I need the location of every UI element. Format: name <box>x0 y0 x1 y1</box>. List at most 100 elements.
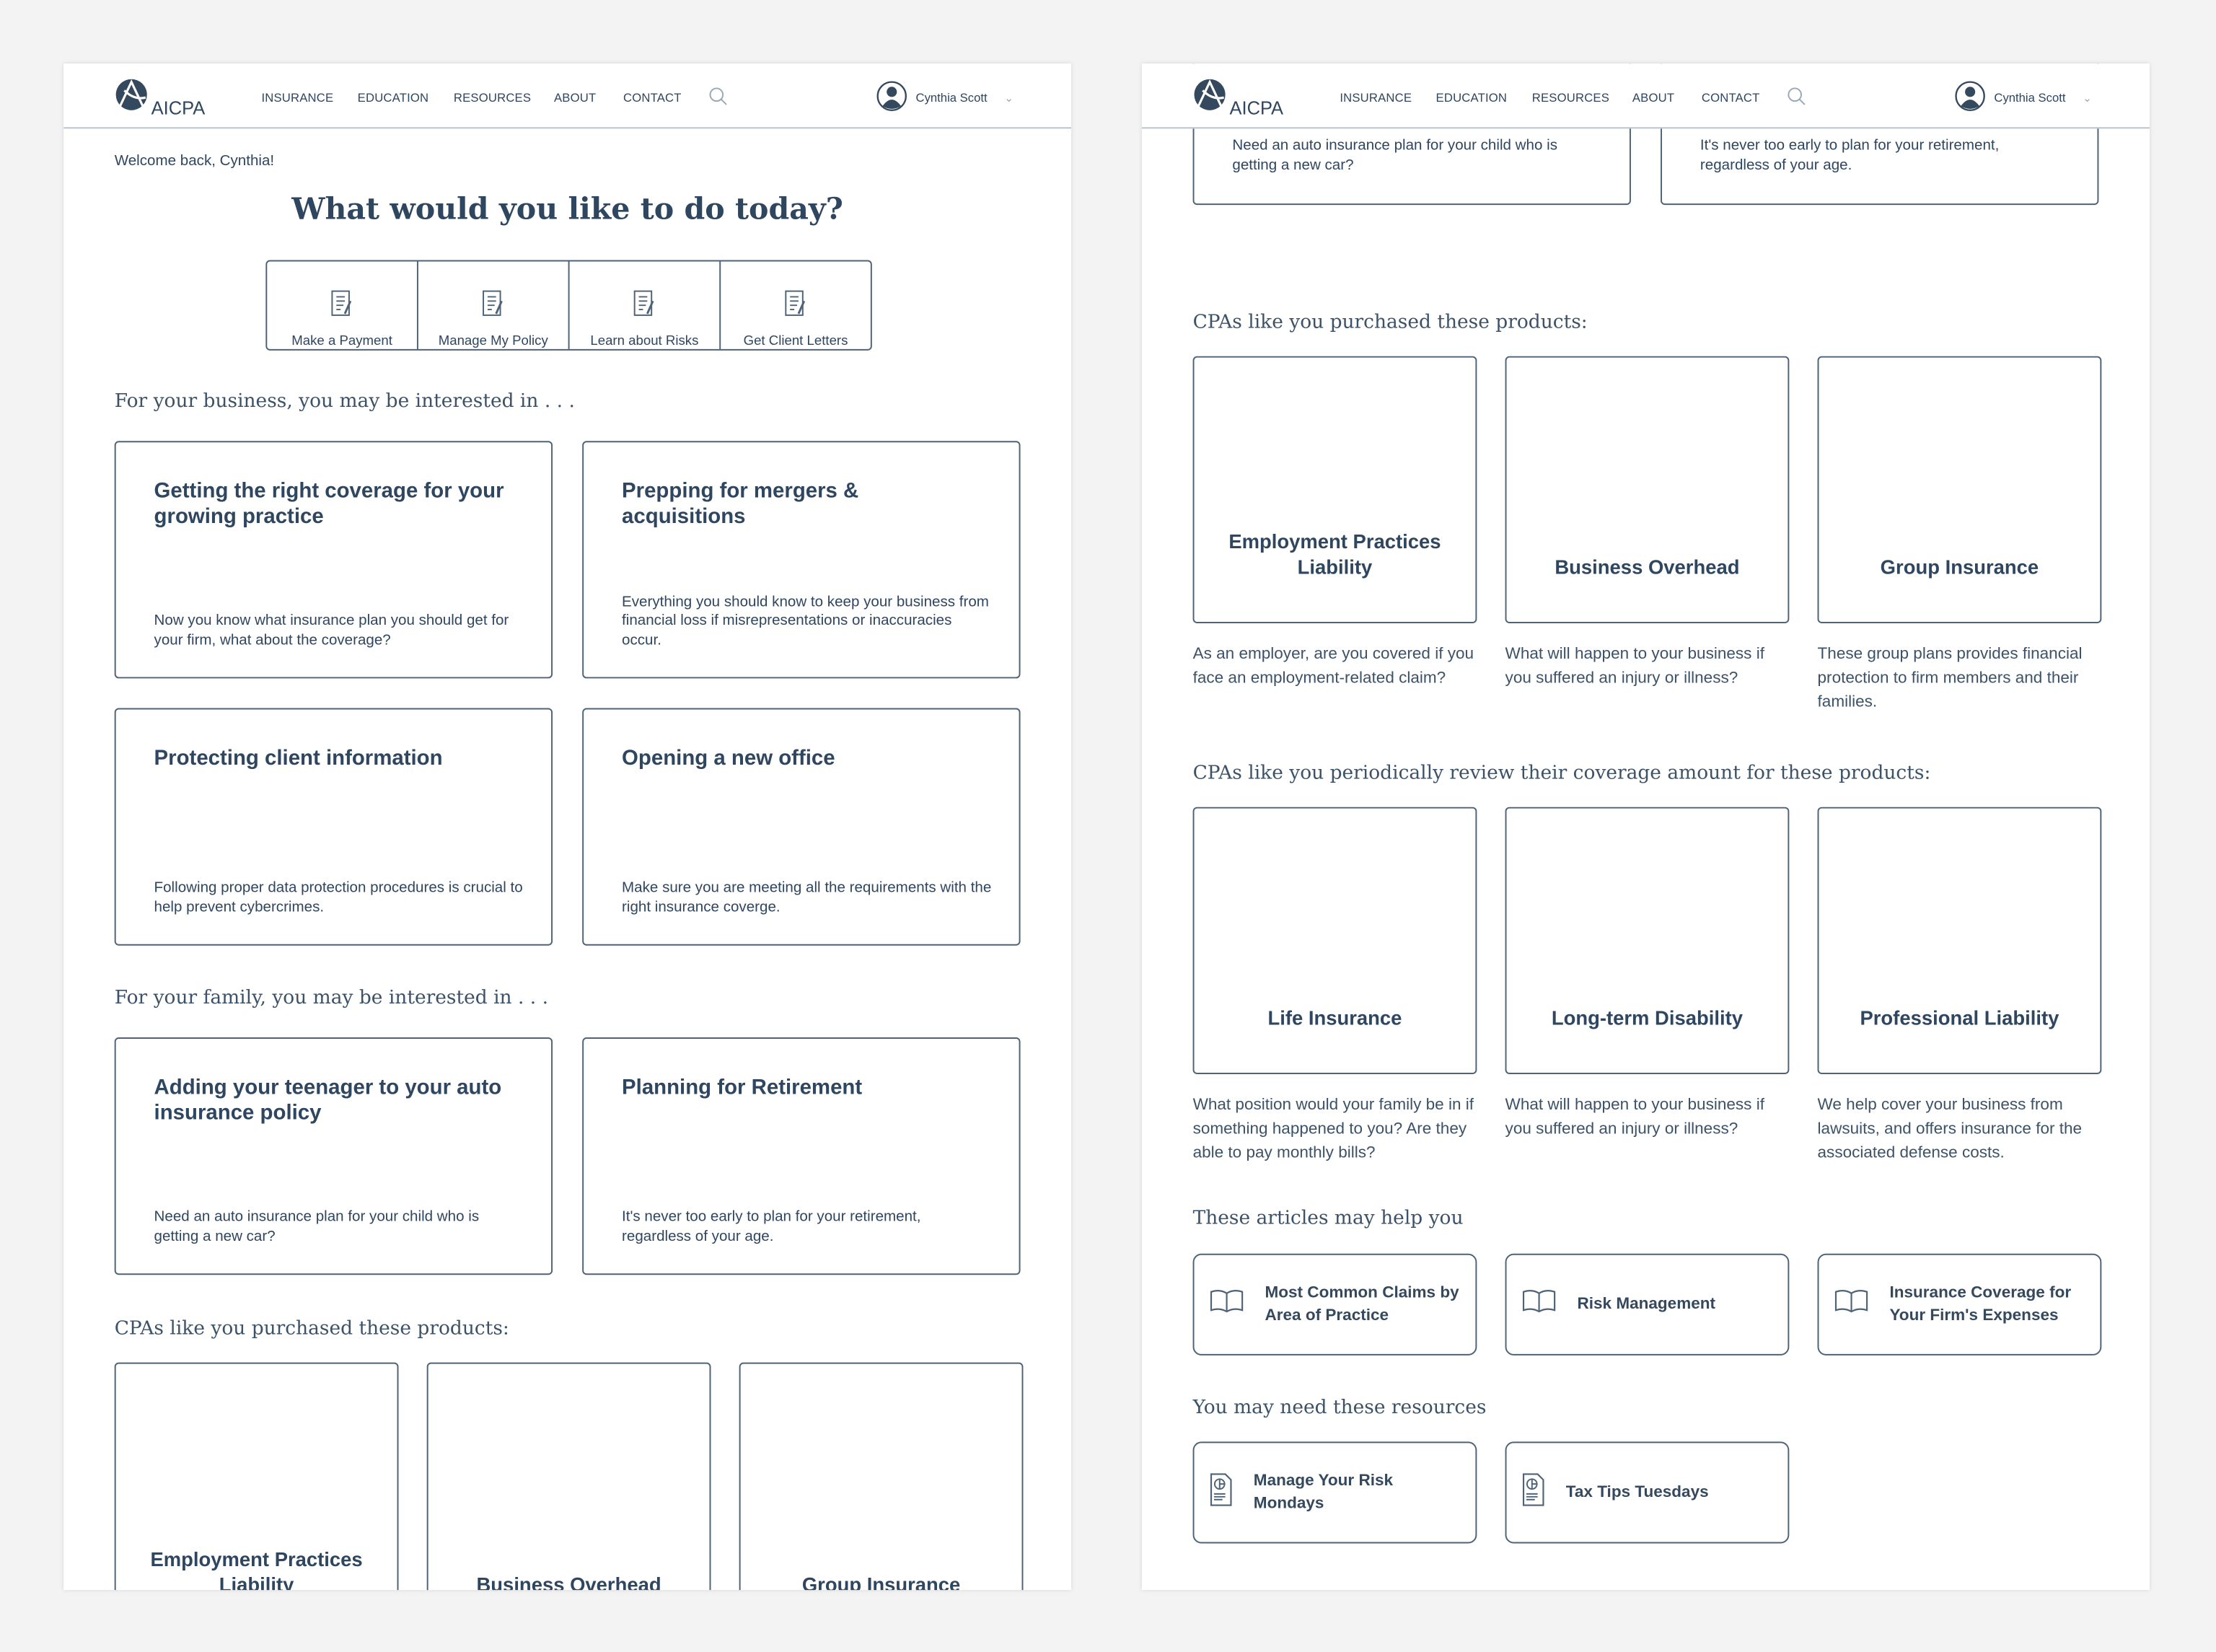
product-card[interactable]: Long-term Disability <box>1505 807 1790 1074</box>
logo[interactable]: AICPA <box>1193 78 1284 119</box>
user-name: Cynthia Scott <box>915 90 988 105</box>
report-document-icon <box>1208 1471 1234 1515</box>
card-title: Prepping for mergers & acquisitions <box>622 479 859 529</box>
book-icon <box>1521 1287 1557 1322</box>
product-title: Business Overhead <box>476 1573 661 1591</box>
logo-text: AICPA <box>1229 97 1284 119</box>
nav-education[interactable]: EDUCATION <box>1435 90 1508 105</box>
card-description: It's never too early to plan for your re… <box>1700 137 2000 174</box>
product-title: Group Insurance <box>801 1573 961 1591</box>
aicpa-logo-icon <box>1193 78 1227 119</box>
page-left: AICPA INSURANCE EDUCATION RESOURCES ABOUT CON… <box>63 63 1072 1591</box>
product-description: As an employer, are you covered if you f… <box>1192 646 1474 687</box>
family-section-heading: For your family, you may be interested i… <box>114 986 549 1009</box>
product-title: Business Overhead <box>1555 555 1740 579</box>
search-icon[interactable] <box>1786 87 1806 113</box>
report-document-icon <box>1521 1471 1546 1515</box>
review-section-heading: CPAs like you periodically review their … <box>1192 762 1931 785</box>
product-card[interactable]: Employment Practices Liability <box>114 1362 399 1591</box>
product-title: Employment Practices Liability <box>1228 530 1441 579</box>
user-menu[interactable]: Cynthia Scott ⌄ <box>876 81 1014 115</box>
purchased-section-heading: CPAs like you purchased these products: <box>1192 311 1588 334</box>
quick-actions: Make a Payment Manage My Policy Learn abou… <box>265 260 872 351</box>
page-right: AICPA INSURANCE EDUCATION RESOURCES ABOUT CON… <box>1142 63 2150 1591</box>
article-card[interactable]: Risk Management <box>1505 1253 1790 1356</box>
topic-card[interactable]: It's never too early to plan for your re… <box>1661 63 2099 206</box>
product-card[interactable]: Group Insurance <box>739 1362 1024 1591</box>
product-card[interactable]: Life Insurance <box>1192 807 1477 1074</box>
article-title: Most Common Claims by Area of Practice <box>1265 1284 1459 1324</box>
logo[interactable]: AICPA <box>115 78 205 119</box>
business-section-heading: For your business, you may be interested… <box>114 390 575 413</box>
chevron-down-icon[interactable]: ⌄ <box>2083 91 2093 105</box>
product-description: What position would your family be in if… <box>1192 1097 1474 1162</box>
product-card[interactable]: Business Overhead <box>1505 356 1790 624</box>
article-title: Risk Management <box>1577 1296 1716 1314</box>
articles-section-heading: These articles may help you <box>1192 1207 1464 1230</box>
page-title: What would you like to do today? <box>291 190 843 227</box>
product-title: Long-term Disability <box>1551 1006 1744 1029</box>
magnifier-document-icon <box>632 290 657 322</box>
card-description: Now you know what insurance plan you sho… <box>154 612 509 649</box>
product-description: We help cover your business from lawsuit… <box>1817 1097 2083 1162</box>
card-description: Need an auto insurance plan for your chi… <box>1232 137 1558 174</box>
product-description: These group plans provides financial pro… <box>1817 646 2083 711</box>
article-card[interactable]: Insurance Coverage for Your Firm's Expen… <box>1817 1253 2102 1356</box>
action-label: Make a Payment <box>291 333 392 349</box>
resource-card[interactable]: Tax Tips Tuesdays <box>1505 1441 1790 1544</box>
aicpa-logo-icon <box>115 78 149 119</box>
topic-card[interactable]: Getting the right coverage for your grow… <box>114 441 553 679</box>
policy-clipboard-icon <box>480 290 506 322</box>
resource-title: Tax Tips Tuesdays <box>1565 1484 1709 1501</box>
product-card[interactable]: Group Insurance <box>1817 356 2102 624</box>
nav-contact[interactable]: CONTACT <box>1701 90 1760 105</box>
card-description: Make sure you are meeting all the requir… <box>622 879 992 915</box>
purchased-section-heading: CPAs like you purchased these products: <box>114 1317 509 1340</box>
nav-contact[interactable]: CONTACT <box>623 90 682 105</box>
nav-about[interactable]: ABOUT <box>554 90 597 105</box>
nav-insurance[interactable]: INSURANCE <box>1340 90 1412 105</box>
book-icon <box>1833 1287 1870 1322</box>
resource-title: Manage Your Risk Mondays <box>1253 1472 1394 1513</box>
product-card[interactable]: Business Overhead <box>426 1362 711 1591</box>
resources-section-heading: You may need these resources <box>1192 1396 1487 1420</box>
card-description: Following proper data protection procedu… <box>154 879 523 915</box>
action-learn-about-risks[interactable]: Learn about Risks <box>570 261 721 349</box>
card-title: Protecting client information <box>154 746 443 770</box>
search-icon[interactable] <box>708 87 728 113</box>
nav-resources[interactable]: RESOURCES <box>453 90 532 105</box>
action-label: Manage My Policy <box>438 333 548 349</box>
chevron-down-icon[interactable]: ⌄ <box>1004 91 1014 105</box>
action-make-a-payment[interactable]: Make a Payment <box>267 261 418 349</box>
resource-card[interactable]: Manage Your Risk Mondays <box>1192 1441 1477 1544</box>
avatar <box>1955 81 1986 115</box>
user-menu[interactable]: Cynthia Scott ⌄ <box>1955 81 2093 115</box>
product-title: Employment Practices Liability <box>150 1547 363 1591</box>
action-label: Learn about Risks <box>590 333 699 349</box>
nav-education[interactable]: EDUCATION <box>357 90 429 105</box>
product-card[interactable]: Professional Liability <box>1817 807 2102 1074</box>
top-nav-bar: AICPA INSURANCE EDUCATION RESOURCES ABOUT CON… <box>1142 63 2150 129</box>
welcome-message: Welcome back, Cynthia! <box>114 152 275 170</box>
top-nav-bar: AICPA INSURANCE EDUCATION RESOURCES ABOUT CON… <box>63 63 1072 129</box>
topic-card[interactable]: Adding your teenager to your auto insura… <box>114 1037 553 1275</box>
nav-resources[interactable]: RESOURCES <box>1531 90 1610 105</box>
product-description: What will happen to your business if you… <box>1505 1097 1764 1138</box>
product-title: Professional Liability <box>1860 1006 2059 1029</box>
product-card[interactable]: Employment Practices Liability <box>1192 356 1477 624</box>
action-get-client-letters[interactable]: Get Client Letters <box>721 261 871 349</box>
avatar <box>876 81 907 115</box>
topic-card[interactable]: Need an auto insurance plan for your chi… <box>1192 63 1631 206</box>
action-manage-my-policy[interactable]: Manage My Policy <box>418 261 570 349</box>
nav-insurance[interactable]: INSURANCE <box>261 90 334 105</box>
card-title: Planning for Retirement <box>622 1075 863 1100</box>
nav-about[interactable]: ABOUT <box>1632 90 1675 105</box>
article-card[interactable]: Most Common Claims by Area of Practice <box>1192 1253 1477 1356</box>
card-description: Need an auto insurance plan for your chi… <box>154 1208 480 1245</box>
user-name: Cynthia Scott <box>1994 90 2066 105</box>
product-title: Life Insurance <box>1267 1006 1402 1029</box>
